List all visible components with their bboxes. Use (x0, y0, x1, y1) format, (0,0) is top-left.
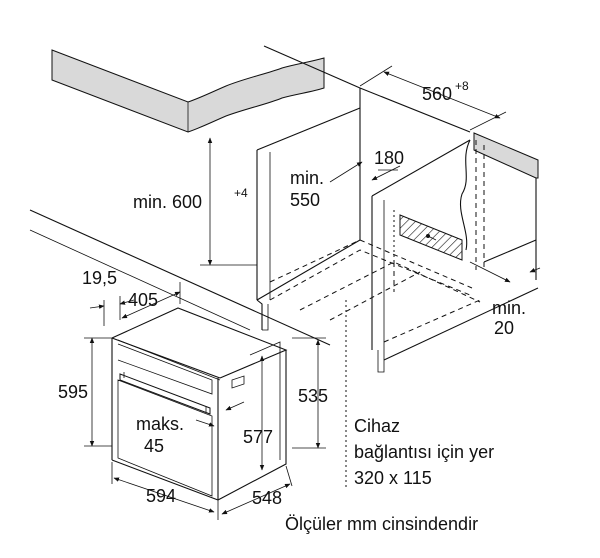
dim-180 (371, 165, 401, 181)
oven (111, 307, 288, 501)
niche-dashed-outline (269, 210, 481, 490)
label-594: 594 (146, 486, 176, 506)
label-min-20-a: min. (492, 298, 526, 318)
dim-min-600 (200, 137, 257, 266)
label-19-5: 19,5 (82, 268, 117, 288)
label-connection-2: bağlantısı için yer (354, 442, 494, 462)
dim-maks-45 (195, 401, 245, 427)
label-577: 577 (243, 427, 273, 447)
dim-405 (121, 282, 181, 319)
label-548: 548 (252, 488, 282, 508)
floor-line-left-2 (29, 229, 251, 331)
dim-594 (111, 462, 219, 520)
dim-min-550 (329, 161, 363, 183)
countertop-left (51, 49, 325, 133)
label-560: 560 (422, 84, 452, 104)
label-min-20-b: 20 (494, 318, 514, 338)
cabinet-left-wall (256, 107, 361, 331)
label-405: 405 (128, 290, 158, 310)
label-560-sup: +8 (455, 79, 469, 93)
floor-line-left (29, 209, 331, 346)
connection-box (399, 214, 463, 261)
cabinet-right-wall (371, 139, 539, 373)
countertop-right (473, 132, 539, 179)
dim-548 (221, 465, 293, 515)
footer-note: Ölçüler mm cinsindendir (285, 514, 478, 534)
label-595: 595 (58, 382, 88, 402)
label-min-550-a: min. (290, 168, 324, 188)
label-min-600-sup: +4 (234, 186, 248, 200)
label-180: 180 (374, 148, 404, 168)
label-connection-3: 320 x 115 (354, 468, 432, 488)
label-connection-1: Cihaz (354, 416, 400, 436)
label-535: 535 (298, 386, 328, 406)
label-maks-a: maks. (136, 414, 184, 434)
dim-min-20 (469, 261, 541, 283)
label-min-550-b: 550 (290, 190, 320, 210)
label-min-600: min. 600 (133, 192, 202, 212)
dim-560 (359, 65, 507, 131)
label-maks-b: 45 (144, 436, 164, 456)
dim-535 (292, 337, 326, 449)
overhead-line (263, 45, 361, 89)
niche-top-back (359, 87, 471, 133)
dim-595 (84, 337, 112, 447)
